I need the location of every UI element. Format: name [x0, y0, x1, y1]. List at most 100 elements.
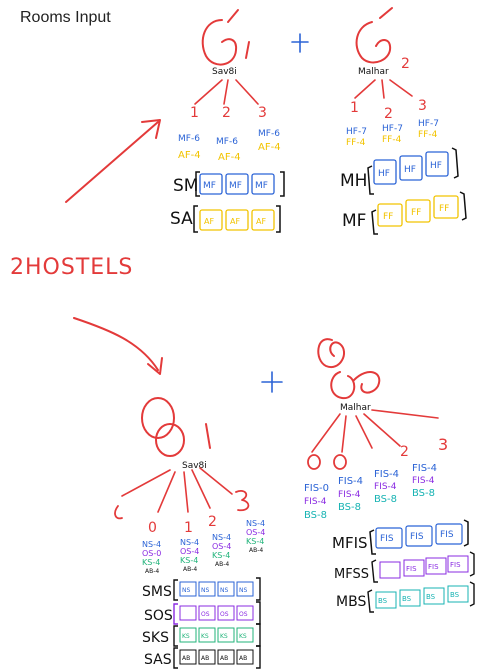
g2-row-mf: MF FF FF FF — [342, 191, 467, 235]
g2-branch-lines — [354, 79, 413, 99]
b2-b0-fs: FIS-0 — [304, 483, 329, 494]
g2-mf-cell-1: FF — [383, 212, 393, 222]
g2-branch-1-ff: FF-4 — [346, 138, 366, 148]
b2-mfss-cell-2: FIS — [406, 565, 417, 573]
g1-branch-1-af: AF-4 — [178, 150, 201, 161]
b2-b2-fs4: FIS-4 — [374, 482, 397, 492]
b1-sas-cell-2: AB — [201, 655, 209, 662]
b1-b3-ks: KS-4 — [246, 537, 264, 546]
g2-node — [355, 7, 393, 64]
b2-branches: 2 3 FIS-0 FIS-4 BS-8 FIS-4 FIS-4 BS-8 FI… — [304, 435, 448, 521]
g1-sa-cell-1: AF — [204, 217, 214, 226]
g1-row-sa: SA AF AF AF — [170, 205, 281, 233]
g1-branch-2-mf: MF-6 — [216, 137, 238, 147]
b1-b0-ab: AB-4 — [145, 568, 159, 575]
b1-b1-ns: NS-4 — [180, 538, 199, 547]
g2-branch-2-hf: HF-7 — [382, 124, 403, 134]
g2-row-mh: MH HF HF HF — [340, 147, 459, 195]
b1-row-sms: SMS NS NS NS NS — [142, 577, 261, 601]
g1-row-sa-label: SA — [170, 209, 193, 229]
b1-b2-os: OS-4 — [212, 542, 231, 551]
g2-mf-cell-3: FF — [439, 204, 449, 214]
g2-branch-3-num: 3 — [418, 98, 427, 114]
b1-b2-ab: AB-4 — [215, 561, 229, 568]
g2-branch-1-num: 1 — [350, 100, 359, 116]
b2-b3-fs4: FIS-4 — [412, 476, 435, 486]
b2-b0-fs4: FIS-4 — [304, 497, 327, 507]
b1-sms-cell-1: NS — [182, 587, 190, 594]
g2-branch-2-ff: FF-4 — [382, 135, 402, 145]
b2-mfis-cell-2: FIS — [410, 532, 424, 542]
b1-row-sas-label: SAS — [144, 652, 172, 668]
b1-b0-os: OS-0 — [142, 549, 161, 558]
b1-b0-ns: NS-4 — [142, 540, 161, 549]
b1-b2-ns: NS-4 — [212, 533, 231, 542]
g1-branch-3-mf: MF-6 — [258, 129, 280, 139]
b1-branch-2-num: 2 — [208, 514, 217, 530]
b2-mbs-cell-4: BS — [450, 591, 460, 599]
b1-sks-cell-4: KS — [239, 633, 247, 640]
g1-branch-3-num: 3 — [258, 105, 267, 121]
b1-b1-os: OS-4 — [180, 547, 199, 556]
b2-b2-fs: FIS-4 — [374, 469, 399, 480]
g1-branches: 1 2 3 MF-6 MF-6 MF-6 AF-4 AF-4 AF-4 — [178, 105, 281, 163]
b2-zero-marks — [307, 454, 347, 470]
b1-b1-ks: KS-4 — [180, 556, 198, 565]
b2-b1-bs: BS-8 — [338, 502, 361, 513]
b2-row-mfis-label: MFIS — [332, 534, 368, 552]
b1-node — [141, 397, 211, 457]
g2-branch-3-hf: HF-7 — [418, 119, 439, 129]
b2-row-mfss-label: MFSS — [334, 567, 369, 582]
g1-branch-lines — [194, 79, 259, 105]
b2-b1-fs4: FIS-4 — [338, 490, 361, 500]
b1-sks-cell-3: KS — [220, 633, 228, 640]
arrow-bottom-icon — [73, 317, 163, 375]
b1-sos-cell-4: OS — [239, 611, 248, 618]
b2-mbs-cell-1: BS — [378, 597, 388, 605]
g1-branch-1-mf: MF-6 — [178, 134, 200, 144]
g2-mh-cell-1: HF — [378, 169, 390, 179]
b1-sks-cell-1: KS — [182, 633, 190, 640]
g2-branches: 1 2 3 HF-7 HF-7 HF-7 FF-4 FF-4 FF-4 — [346, 98, 439, 148]
g2-branch-1-hf: HF-7 — [346, 127, 367, 137]
g1-branch-3-af: AF-4 — [258, 142, 281, 153]
b1-b3-os: OS-4 — [246, 528, 265, 537]
g1-sm-cell-1: MF — [203, 181, 216, 191]
b2-name: Malhar — [340, 403, 371, 413]
g1-sm-cell-2: MF — [229, 181, 242, 191]
b1-row-sas: SAS AB AB AB AB — [144, 645, 261, 669]
g2-name: Malhar — [358, 67, 389, 77]
b1-b1-ab: AB-4 — [183, 566, 197, 573]
b2-row-mfis: MFIS FIS FIS FIS — [332, 519, 469, 555]
b1-branch-0-num: 0 — [148, 520, 157, 536]
b1-sas-cell-1: AB — [182, 655, 190, 662]
b1-sas-cell-3: AB — [220, 655, 228, 662]
b2-b1-fs: FIS-4 — [338, 476, 363, 487]
g2-row-mh-label: MH — [340, 171, 367, 191]
g1-branch-2-af: AF-4 — [218, 152, 241, 163]
b2-mbs-cell-3: BS — [426, 593, 436, 601]
b2-branch-3-num: 3 — [438, 435, 448, 454]
g1-sa-cell-2: AF — [230, 217, 240, 226]
b1-sas-cell-4: AB — [239, 655, 247, 662]
g1-branch-1-num: 1 — [190, 105, 199, 121]
b1-extra-marks — [114, 490, 250, 520]
b2-row-mfss: MFSS FIS FIS FIS — [334, 551, 475, 583]
g2-number: 2 — [401, 56, 410, 72]
b1-row-sos-label: SOS — [144, 608, 173, 624]
b1-sms-cell-4: NS — [239, 587, 247, 594]
b2-branch-lines — [311, 409, 439, 453]
b2-branch-2-num: 2 — [400, 444, 409, 460]
b2-row-mbs-label: MBS — [336, 594, 366, 610]
g1-name: Sav8i — [212, 67, 237, 77]
b1-sms-cell-2: NS — [201, 587, 209, 594]
b1-sms-cell-3: NS — [220, 587, 228, 594]
plus-top-icon — [291, 33, 309, 53]
b1-branches: 0 1 2 NS-4 OS-0 KS-4 AB-4 NS-4 OS-4 KS-4… — [142, 514, 265, 575]
b2-mfss-cell-4: FIS — [450, 561, 461, 569]
g2-mf-cell-2: FF — [411, 208, 421, 218]
b1-sos-cell-3: OS — [220, 611, 229, 618]
g1-sm-cell-3: MF — [255, 181, 268, 191]
